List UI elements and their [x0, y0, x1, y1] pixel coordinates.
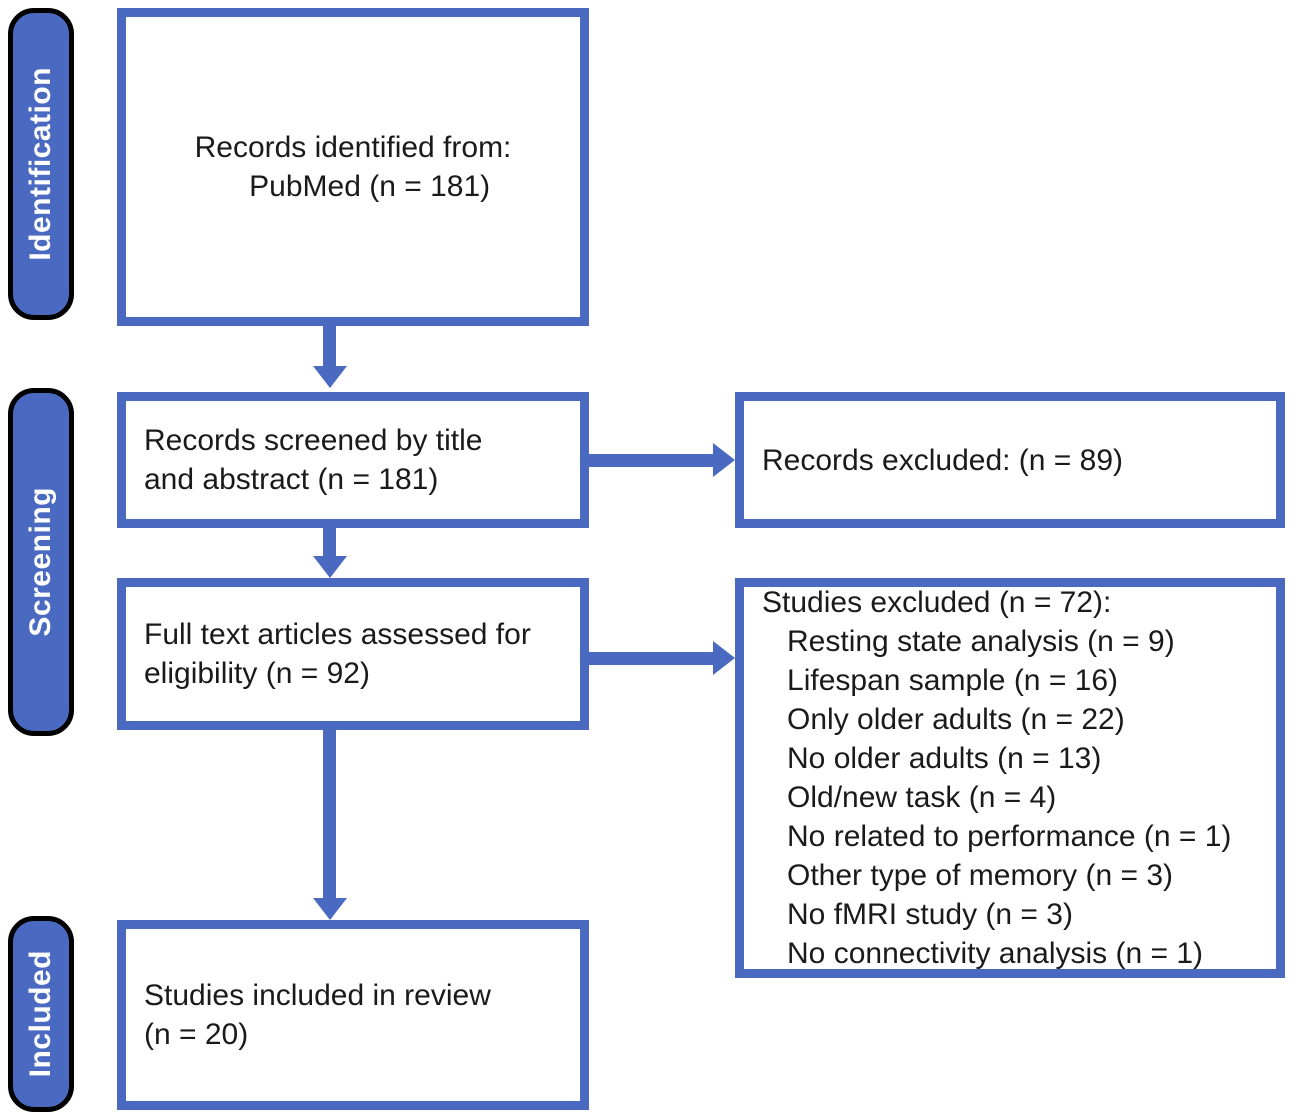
arrow-right-icon-screened-to-excluded [713, 443, 735, 477]
stage-label-identification-text: Identification [24, 67, 57, 261]
arrow-down-icon-fulltext-to-included [313, 898, 347, 920]
box-full-text-assessed: Full text articles assessed for eligibil… [117, 578, 589, 730]
box-studies-included-text: Studies included in review (n = 20) [144, 979, 491, 1051]
box-studies-included: Studies included in review (n = 20) [117, 920, 589, 1110]
stage-label-included-text: Included [24, 950, 57, 1078]
connector-identified-to-screened-stem [323, 326, 336, 368]
box-full-text-assessed-text: Full text articles assessed for eligibil… [144, 618, 531, 690]
arrow-right-icon-fulltext-to-studies-excluded [713, 641, 735, 675]
box-studies-excluded-text: Studies excluded (n = 72): Resting state… [762, 586, 1232, 970]
box-studies-excluded: Studies excluded (n = 72): Resting state… [735, 578, 1285, 978]
box-records-screened-text: Records screened by title and abstract (… [144, 424, 483, 496]
connector-fulltext-to-included-stem [323, 730, 336, 900]
stage-label-screening-text: Screening [24, 487, 57, 637]
stage-label-screening: Screening [8, 388, 74, 736]
arrow-down-icon-screened-to-fulltext [313, 556, 347, 578]
connector-screened-to-fulltext-stem [323, 528, 336, 558]
box-records-excluded: Records excluded: (n = 89) [735, 392, 1285, 528]
box-records-screened: Records screened by title and abstract (… [117, 392, 589, 528]
stage-label-identification: Identification [8, 8, 74, 320]
arrow-down-icon-identified-to-screened [313, 366, 347, 388]
box-records-excluded-text: Records excluded: (n = 89) [762, 443, 1124, 477]
connector-fulltext-to-studies-excluded-stem [589, 652, 717, 665]
connector-screened-to-excluded-stem [589, 454, 717, 467]
box-records-identified-text: Records identified from: PubMed (n = 181… [194, 131, 512, 203]
box-records-identified: Records identified from: PubMed (n = 181… [117, 8, 589, 326]
stage-label-included: Included [8, 916, 74, 1112]
